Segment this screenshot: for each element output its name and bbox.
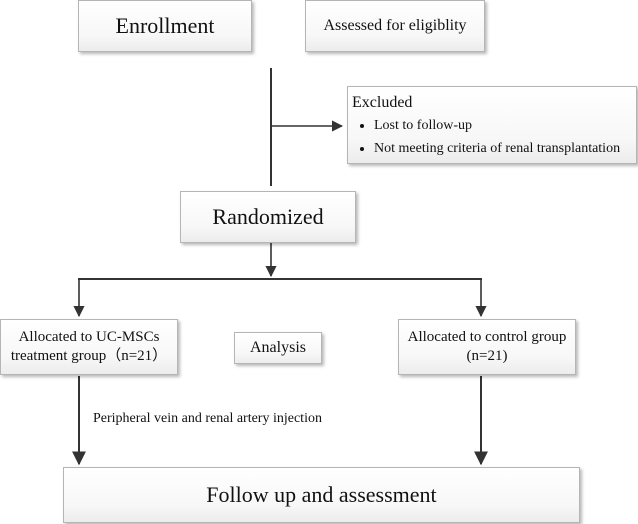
enrollment-label: Enrollment — [115, 13, 215, 39]
excluded-title: Excluded — [352, 94, 413, 111]
analysis-label: Analysis — [250, 339, 306, 356]
allocation-right-line1: Allocated to control group — [407, 329, 567, 346]
injection-label: Peripheral vein and renal artery injecti… — [93, 411, 322, 426]
analysis-box: Analysis — [234, 332, 322, 364]
assessed-box: Assessed for eligiblity — [305, 0, 485, 52]
allocation-right-box: Allocated to control group (n=21) — [398, 319, 576, 375]
excluded-item-criteria: Not meeting criteria of renal transplant… — [374, 140, 636, 158]
allocation-left-text: Allocated to UC-MSCs treatment group（n=2… — [11, 328, 167, 366]
randomized-label: Randomized — [212, 204, 324, 230]
randomized-box: Randomized — [180, 191, 356, 243]
enrollment-box: Enrollment — [78, 0, 252, 52]
followup-label: Follow up and assessment — [206, 482, 437, 508]
assessed-label: Assessed for eligiblity — [323, 17, 467, 34]
followup-box: Follow up and assessment — [63, 467, 580, 523]
excluded-item-lost-followup: Lost to follow-up — [374, 117, 636, 135]
allocation-left-line1: Allocated to UC-MSCs — [18, 329, 160, 346]
allocation-left-box: Allocated to UC-MSCs treatment group（n=2… — [0, 319, 178, 375]
excluded-box: Excluded Lost to follow-up Not meeting c… — [347, 86, 637, 164]
allocation-left-line2: treatment group（n=21） — [10, 348, 168, 364]
excluded-list: Lost to follow-up Not meeting criteria o… — [352, 117, 636, 157]
allocation-right-line2: (n=21) — [466, 348, 508, 364]
allocation-right-text: Allocated to control group (n=21) — [408, 328, 567, 366]
